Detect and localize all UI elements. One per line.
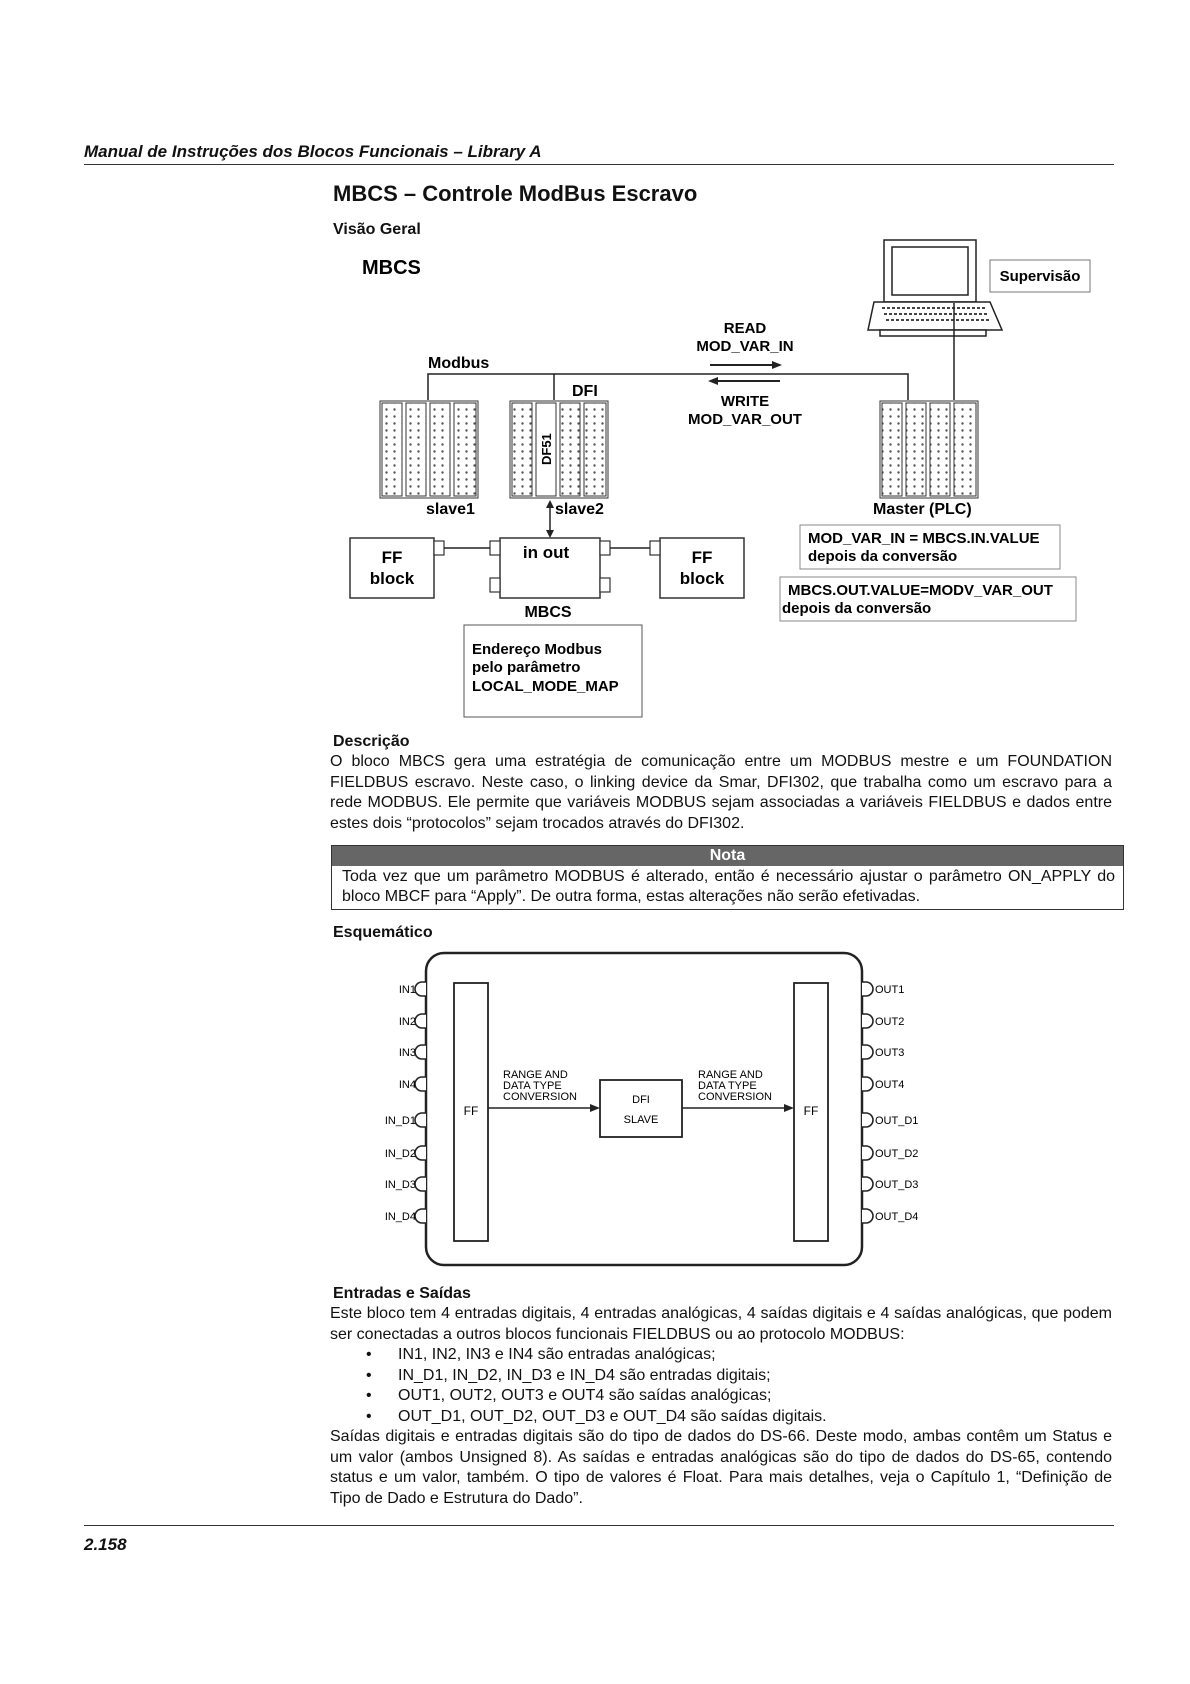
note-text: Toda vez que um parâmetro MODBUS é alter… — [342, 868, 1115, 905]
io-bullets: IN1, IN2, IN3 e IN4 são entradas analógi… — [330, 1345, 1112, 1427]
description-heading: Descrição — [333, 733, 410, 750]
input-port-label: IN_D3 — [385, 1179, 416, 1191]
output-port-icon — [862, 981, 874, 997]
dfi-label: DFI — [572, 383, 598, 400]
output-port-label: OUT_D3 — [875, 1179, 918, 1191]
input-port-label: IN_D1 — [385, 1115, 416, 1127]
input-port-label: IN2 — [399, 1016, 416, 1028]
input-port-icon — [414, 1145, 426, 1161]
header-title: Manual de Instruções dos Blocos Funciona… — [84, 142, 542, 161]
output-port-icon — [862, 1013, 874, 1029]
mbcs-block-label: MBCS — [524, 604, 571, 621]
slave2-rack — [509, 400, 609, 499]
read-label: READ — [724, 320, 767, 337]
note-title: Nota — [332, 846, 1123, 866]
addr-line3: LOCAL_MODE_MAP — [472, 678, 619, 695]
description-text: O bloco MBCS gera uma estratégia de comu… — [330, 753, 1112, 832]
input-port-label: IN4 — [399, 1079, 416, 1091]
output-port-icon — [862, 1044, 874, 1060]
slave-label: SLAVE — [624, 1114, 659, 1126]
io-bullet: IN1, IN2, IN3 e IN4 são entradas analógi… — [330, 1345, 1112, 1366]
io-heading: Entradas e Saídas — [333, 1285, 471, 1302]
slave1-label: slave1 — [426, 501, 475, 518]
ff-left-label: FF — [382, 548, 403, 567]
diagram-title: MBCS — [362, 257, 421, 279]
mod-var-out-label: MOD_VAR_OUT — [688, 411, 802, 428]
io-bullet: OUT_D1, OUT_D2, OUT_D3 e OUT_D4 são saíd… — [330, 1407, 1112, 1428]
output-port-label: OUT3 — [875, 1047, 904, 1059]
ff-right-label: FF — [692, 548, 713, 567]
master-rack — [879, 400, 979, 499]
output-port-label: OUT1 — [875, 984, 904, 996]
modbus-label: Modbus — [428, 355, 489, 372]
input-port-icon — [414, 1076, 426, 1092]
slave2-label: slave2 — [555, 501, 604, 518]
input-port-icon — [414, 1044, 426, 1060]
header-rule — [84, 164, 1114, 165]
slave1-rack — [379, 400, 479, 499]
input-port-icon — [414, 981, 426, 997]
conv-right-line3: CONVERSION — [698, 1091, 772, 1103]
overview-heading: Visão Geral — [333, 221, 421, 238]
master-label: Master (PLC) — [873, 501, 972, 518]
input-port-icon — [414, 1208, 426, 1224]
output-port-label: OUT4 — [875, 1079, 904, 1091]
input-port-icon — [414, 1013, 426, 1029]
conv-right-line2: DATA TYPE — [698, 1080, 757, 1092]
io-closing: Saídas digitais e entradas digitais são … — [330, 1428, 1112, 1507]
addr-line2: pelo parâmetro — [472, 659, 580, 676]
addr-line1: Endereço Modbus — [472, 641, 602, 658]
input-port-icon — [414, 1112, 426, 1128]
overview-diagram: MBCS Supervisão READ MOD_VAR_IN WRITE MO… — [349, 239, 1091, 718]
ff-right-block-label: block — [680, 569, 725, 588]
ff-right-bar-label: FF — [804, 1104, 819, 1118]
input-port-icon — [414, 1176, 426, 1192]
output-port-label: OUT_D1 — [875, 1115, 918, 1127]
io-intro: Este bloco tem 4 entradas digitais, 4 en… — [330, 1305, 1112, 1343]
output-port-label: OUT_D4 — [875, 1211, 918, 1223]
input-port-label: IN1 — [399, 984, 416, 996]
io-bullet: IN_D1, IN_D2, IN_D3 e IN_D4 são entradas… — [330, 1366, 1112, 1387]
ff-left-block-label: block — [370, 569, 415, 588]
mod-var-in-label: MOD_VAR_IN — [696, 338, 793, 355]
write-label: WRITE — [721, 393, 769, 410]
output-port-icon — [862, 1176, 874, 1192]
note-box: Nota Toda vez que um parâmetro MODBUS é … — [331, 845, 1124, 910]
supervision-label: Supervisão — [1000, 268, 1081, 285]
footer-rule — [84, 1525, 1114, 1526]
mbcs-inout-label: in out — [523, 543, 570, 562]
eq2-line1: MBCS.OUT.VALUE=MODV_VAR_OUT — [788, 582, 1053, 599]
output-port-icon — [862, 1145, 874, 1161]
conv-right-line1: RANGE AND — [698, 1069, 763, 1081]
io-bullet: OUT1, OUT2, OUT3 e OUT4 são saídas analó… — [330, 1386, 1112, 1407]
section-title: MBCS – Controle ModBus Escravo — [333, 181, 698, 206]
eq2-line2: depois da conversão — [782, 600, 931, 617]
output-port-icon — [862, 1076, 874, 1092]
input-port-label: IN_D2 — [385, 1148, 416, 1160]
output-port-icon — [862, 1208, 874, 1224]
output-port-label: OUT2 — [875, 1016, 904, 1028]
input-port-label: IN_D4 — [385, 1211, 416, 1223]
schematic-heading: Esquemático — [333, 924, 433, 941]
io-section: Este bloco tem 4 entradas digitais, 4 en… — [330, 1304, 1112, 1509]
output-port-label: OUT_D2 — [875, 1148, 918, 1160]
output-port-icon — [862, 1112, 874, 1128]
conv-left-line3: CONVERSION — [503, 1091, 577, 1103]
dfi-slave-label: DFI — [632, 1094, 650, 1106]
page-number: 2.158 — [84, 1535, 127, 1554]
conv-left-line1: RANGE AND — [503, 1069, 568, 1081]
schematic-diagram: FF FF DFI SLAVE RANGE AND DATA TYPE CONV… — [385, 951, 918, 1267]
ff-left-bar-label: FF — [464, 1104, 479, 1118]
eq1-line1: MOD_VAR_IN = MBCS.IN.VALUE — [808, 530, 1040, 547]
eq1-line2: depois da conversão — [808, 548, 957, 565]
conv-left-line2: DATA TYPE — [503, 1080, 562, 1092]
computer-icon — [867, 239, 1004, 337]
df51-label: DF51 — [539, 433, 554, 465]
input-port-label: IN3 — [399, 1047, 416, 1059]
